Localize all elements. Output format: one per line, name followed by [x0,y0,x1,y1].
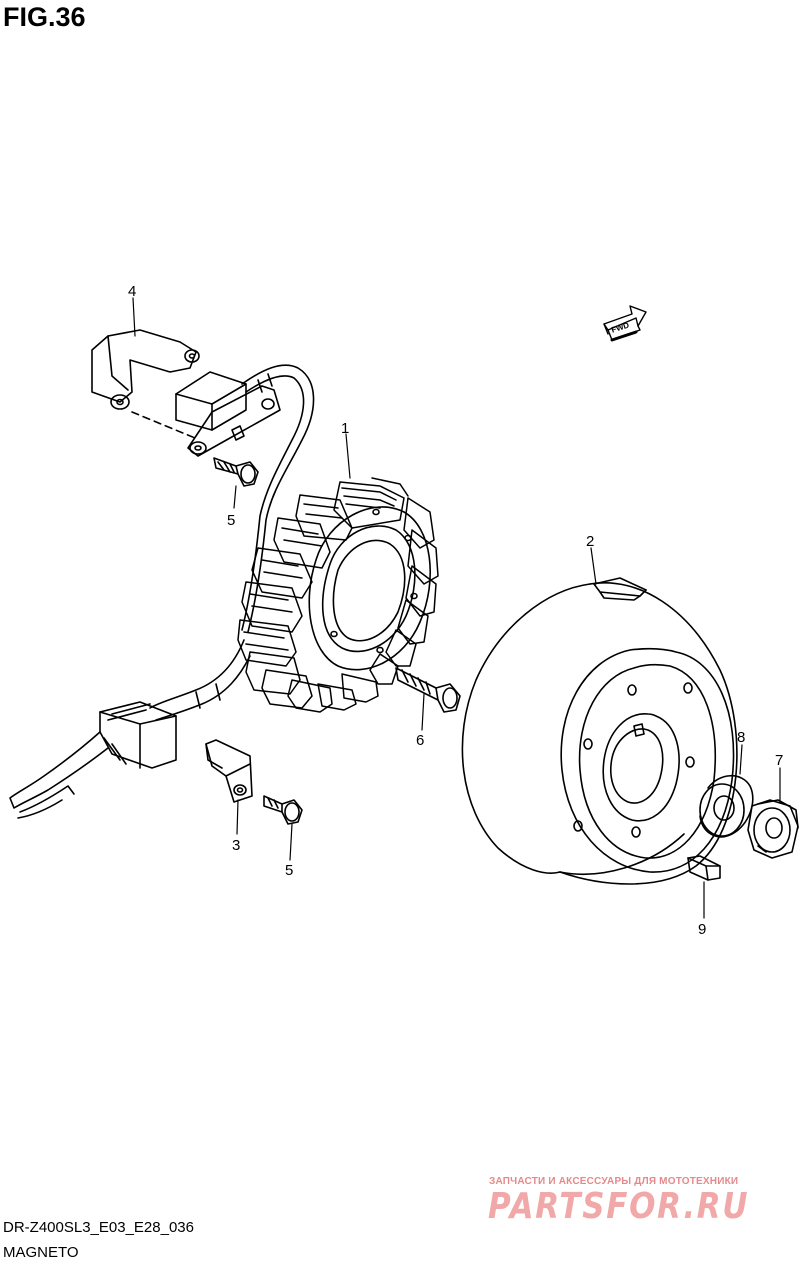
leader-line-2 [590,547,597,585]
figure-title: FIG.36 [3,2,86,32]
leader-line-4 [132,297,136,337]
callout-3: 3 [232,837,240,854]
leader-line-5b [289,823,293,861]
callout-2: 2 [586,533,594,550]
leader-line-3 [236,799,239,835]
stator-output-wires [149,639,251,721]
callout-9: 9 [698,921,706,938]
stator-assembly [237,477,439,713]
callout-5-upper: 5 [227,512,235,529]
callout-1: 1 [341,420,349,437]
model-code: DR-Z400SL3_E03_E28_036 [3,1219,194,1236]
callout-4: 4 [128,283,136,300]
washer [699,774,754,838]
harness-coupler [9,701,177,819]
wire-clamp [205,739,253,803]
bolt-upper-bracket [213,457,259,487]
wire-coupler-bracket [175,371,281,457]
callout-8: 8 [737,729,745,746]
fwd-arrow-icon [603,305,647,342]
leader-line-6 [421,693,425,731]
section-name: MAGNETO [3,1244,79,1261]
leader-line-1 [345,433,351,479]
watermark-logo: PARTSFOR.RU [488,1186,750,1227]
callout-7: 7 [775,752,783,769]
magneto-rotor [461,577,738,885]
woodruff-key [687,855,721,881]
rotor-nut [747,799,799,859]
callout-5-lower: 5 [285,862,293,879]
leader-line-8 [739,744,743,775]
leader-line-5a [233,485,237,509]
callout-6: 6 [416,732,424,749]
stator-bolt [395,667,461,713]
bolt-clamp [263,795,303,825]
watermark-tagline: ЗАПЧАСТИ И АКСЕССУАРЫ ДЛЯ МОТОТЕХНИКИ [489,1176,739,1187]
